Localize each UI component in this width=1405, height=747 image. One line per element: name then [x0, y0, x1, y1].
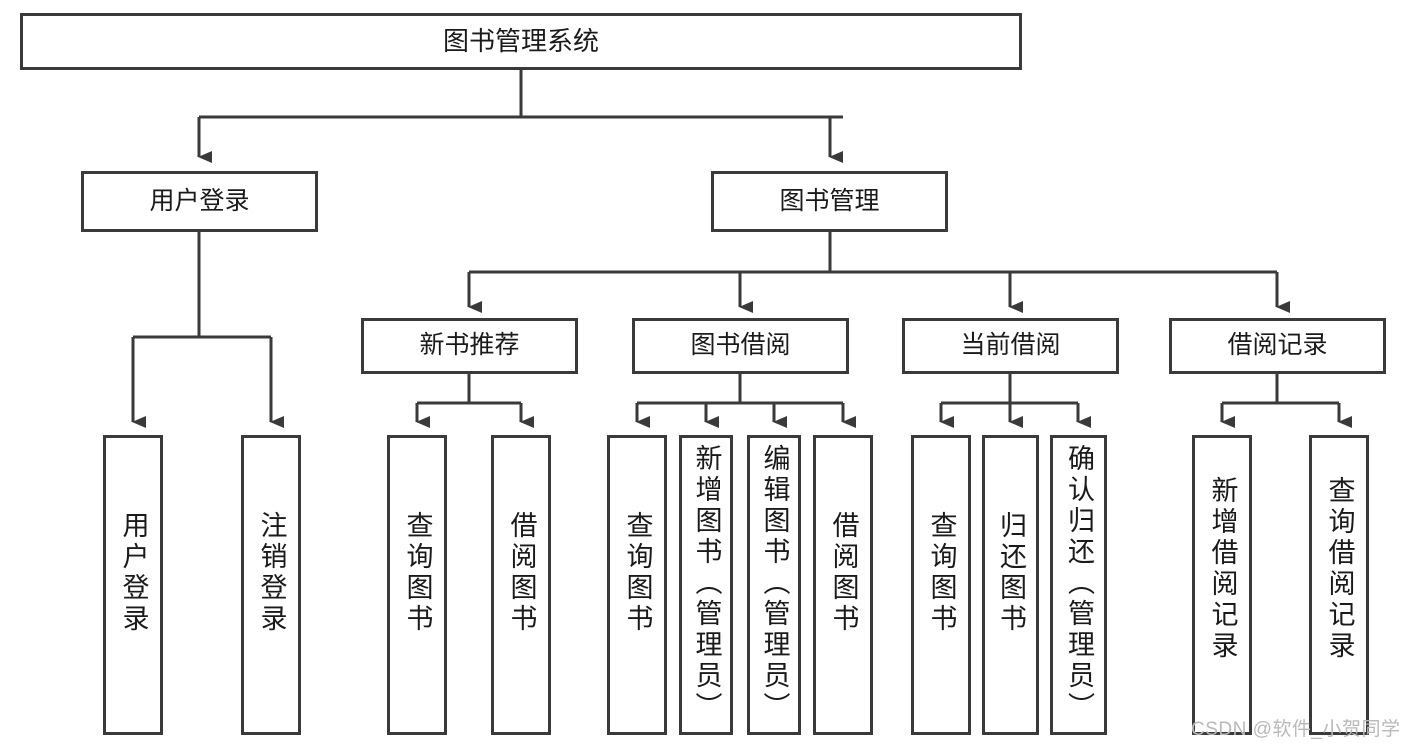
- node-label: 确认归还（管理员）: [1064, 444, 1094, 723]
- leaf-new-book-borrow-book[interactable]: 借阅图书: [491, 435, 551, 735]
- node-label: 图书管理系统: [442, 26, 599, 57]
- node-book-management[interactable]: 图书管理: [711, 171, 948, 232]
- node-label: 图书借阅: [690, 331, 791, 360]
- node-new-book-recommend[interactable]: 新书推荐: [361, 318, 578, 374]
- node-label: 查询图书: [622, 511, 653, 635]
- node-label: 新书推荐: [419, 331, 520, 360]
- node-current-borrow[interactable]: 当前借阅: [902, 318, 1119, 374]
- csdn-watermark: CSDN @软件_小贺同学: [1191, 719, 1401, 740]
- leaf-book-borrow-query-book[interactable]: 查询图书: [607, 435, 667, 735]
- leaf-book-borrow-borrow-book[interactable]: 借阅图书: [813, 435, 873, 735]
- leaf-current-borrow-confirm-return-admin[interactable]: 确认归还（管理员）: [1050, 435, 1107, 735]
- node-label: 编辑图书（管理员）: [759, 444, 790, 723]
- leaf-book-borrow-add-book-admin[interactable]: 新增图书（管理员）: [679, 435, 733, 735]
- leaf-user-login-logout[interactable]: 注销登录: [241, 435, 301, 735]
- node-label: 借阅图书: [506, 511, 537, 635]
- node-label: 归还图书: [996, 511, 1026, 635]
- node-label: 新增借阅记录: [1207, 476, 1238, 662]
- node-label: 借阅记录: [1227, 331, 1328, 360]
- node-borrow-record[interactable]: 借阅记录: [1169, 318, 1386, 374]
- node-label: 查询图书: [402, 511, 433, 635]
- node-label: 图书管理: [779, 186, 880, 215]
- leaf-borrow-record-add-record[interactable]: 新增借阅记录: [1192, 435, 1252, 735]
- node-root-book-management-system[interactable]: 图书管理系统: [20, 13, 1022, 70]
- leaf-book-borrow-edit-book-admin[interactable]: 编辑图书（管理员）: [747, 435, 801, 735]
- node-label: 新增图书（管理员）: [691, 444, 722, 723]
- node-label: 用户登录: [149, 186, 250, 215]
- node-label: 查询图书: [926, 511, 957, 635]
- leaf-borrow-record-query-record[interactable]: 查询借阅记录: [1309, 435, 1369, 735]
- node-user-login[interactable]: 用户登录: [81, 171, 318, 232]
- node-label: 当前借阅: [960, 331, 1061, 360]
- leaf-new-book-query-book[interactable]: 查询图书: [387, 435, 447, 735]
- node-label: 查询借阅记录: [1324, 476, 1355, 662]
- leaf-user-login-login[interactable]: 用户登录: [103, 435, 163, 735]
- node-book-borrow[interactable]: 图书借阅: [632, 318, 849, 374]
- node-label: 借阅图书: [828, 511, 859, 635]
- leaf-current-borrow-return-book[interactable]: 归还图书: [982, 435, 1039, 735]
- node-label: 用户登录: [118, 511, 149, 635]
- leaf-current-borrow-query-book[interactable]: 查询图书: [911, 435, 971, 735]
- node-label: 注销登录: [256, 511, 287, 635]
